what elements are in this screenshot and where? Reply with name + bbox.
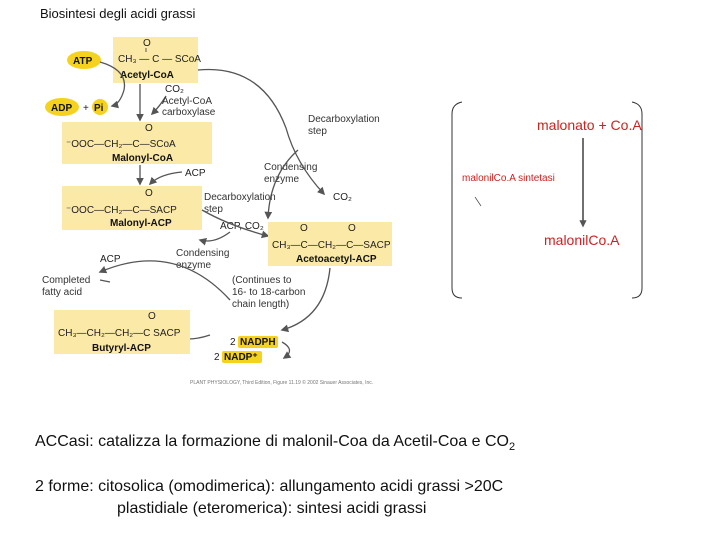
condensing-enzyme-label-2b: enzyme — [176, 260, 211, 271]
decarboxylation-label-1a: Decarboxylation — [308, 114, 380, 125]
carboxylase-label-1: Acetyl-CoA — [162, 96, 212, 107]
malonyl-coa-formula: ⁻OOC—CH₂—C—SCoA — [66, 139, 176, 150]
malonilcoa-sintetasi-label: malonilCo.A sintetasi — [462, 173, 555, 184]
condensing-enzyme-label-1a: Condensing — [264, 162, 317, 173]
continues-label-2: 16- to 18-carbon — [232, 287, 305, 298]
malonyl-coa-label: Malonyl-CoA — [112, 153, 173, 164]
butyryl-acp-label: Butyryl-ACP — [92, 343, 151, 354]
nadph-label: NADPH — [240, 337, 276, 348]
butyryl-acp-formula: CH₃—CH₂—CH₂—C SACP — [58, 328, 181, 339]
atp-badge — [67, 51, 101, 69]
condensing-enzyme-label-1b: enzyme — [264, 174, 299, 185]
svg-text:O: O — [148, 311, 156, 322]
acetyl-coa-box — [113, 37, 198, 83]
malonyl-acp-formula: ⁻OOC—CH₂—C—SACP — [66, 205, 177, 216]
adp-badge — [45, 98, 79, 116]
svg-text:O: O — [348, 223, 356, 234]
acp-co2-label: ACP, CO₂ — [220, 221, 264, 232]
continues-label-1: (Continues to — [232, 275, 292, 286]
forms-description-line1: 2 forme: citosolica (omodimerica): allun… — [35, 478, 504, 495]
acetyl-coa-label: Acetyl-CoA — [120, 70, 174, 81]
decarboxylation-label-1b: step — [308, 126, 327, 137]
acetyl-coa-formula: CH₃ — C — SCoA — [118, 54, 201, 65]
malonato-coa-label: malonato + Co.A — [537, 117, 642, 133]
svg-text:O: O — [145, 188, 153, 199]
right-bracket — [631, 101, 643, 299]
carboxylase-label-2: carboxylase — [162, 107, 216, 118]
acetoacetyl-acp-formula: CH₃—C—CH₂—C—SACP — [272, 240, 391, 251]
adp-label: ADP — [51, 103, 72, 114]
completed-fatty-acid-label-2: fatty acid — [42, 287, 82, 298]
co2-top-label: CO₂ — [165, 84, 184, 95]
nadph-coefficient: 2 — [230, 337, 236, 348]
decarboxylation-label-2b: step — [204, 204, 223, 215]
malonilcoa-product-label: malonilCo.A — [544, 232, 620, 248]
acp-label-2: ACP — [100, 254, 121, 265]
accasi-description-main: ACCasi: catalizza la formazione di malon… — [35, 433, 509, 450]
co2-right-label: CO₂ — [333, 192, 352, 203]
left-bracket — [451, 101, 463, 299]
nadp-coefficient: 2 — [214, 352, 220, 363]
nadp-label: NADP⁺ — [224, 352, 258, 363]
condensing-enzyme-label-2a: Condensing — [176, 248, 229, 259]
co2-subscript: 2 — [508, 441, 516, 454]
malonyl-acp-box — [62, 186, 202, 230]
acetoacetyl-acp-label: Acetoacetyl-ACP — [296, 254, 377, 265]
continues-label-3: chain length) — [232, 299, 289, 310]
forms-description-line2: plastidiale (eteromerica): sintesi acidi… — [117, 500, 427, 517]
malonyl-coa-box — [62, 122, 212, 164]
pi-badge — [92, 99, 108, 115]
figure-credit: PLANT PHYSIOLOGY, Third Edition, Figure … — [190, 379, 373, 386]
pi-label: Pi — [94, 103, 104, 114]
carbonyl-o: O — [143, 38, 151, 49]
nadph-badge — [238, 336, 278, 348]
acp-label-1: ACP — [185, 168, 206, 179]
atp-label: ATP — [73, 56, 93, 67]
decarboxylation-label-2a: Decarboxylation — [204, 192, 276, 203]
svg-text:O: O — [300, 223, 308, 234]
svg-text:O: O — [145, 123, 153, 134]
malonyl-acp-label: Malonyl-ACP — [110, 218, 172, 229]
accasi-description: ACCasi: catalizza la formazione di malon… — [35, 433, 515, 453]
nadp-badge — [222, 351, 262, 363]
page-title: Biosintesi degli acidi grassi — [40, 6, 196, 21]
acetoacetyl-acp-box — [268, 222, 392, 266]
svg-text:+: + — [83, 103, 89, 114]
completed-fatty-acid-label-1: Completed — [42, 275, 90, 286]
butyryl-acp-box — [54, 310, 190, 354]
